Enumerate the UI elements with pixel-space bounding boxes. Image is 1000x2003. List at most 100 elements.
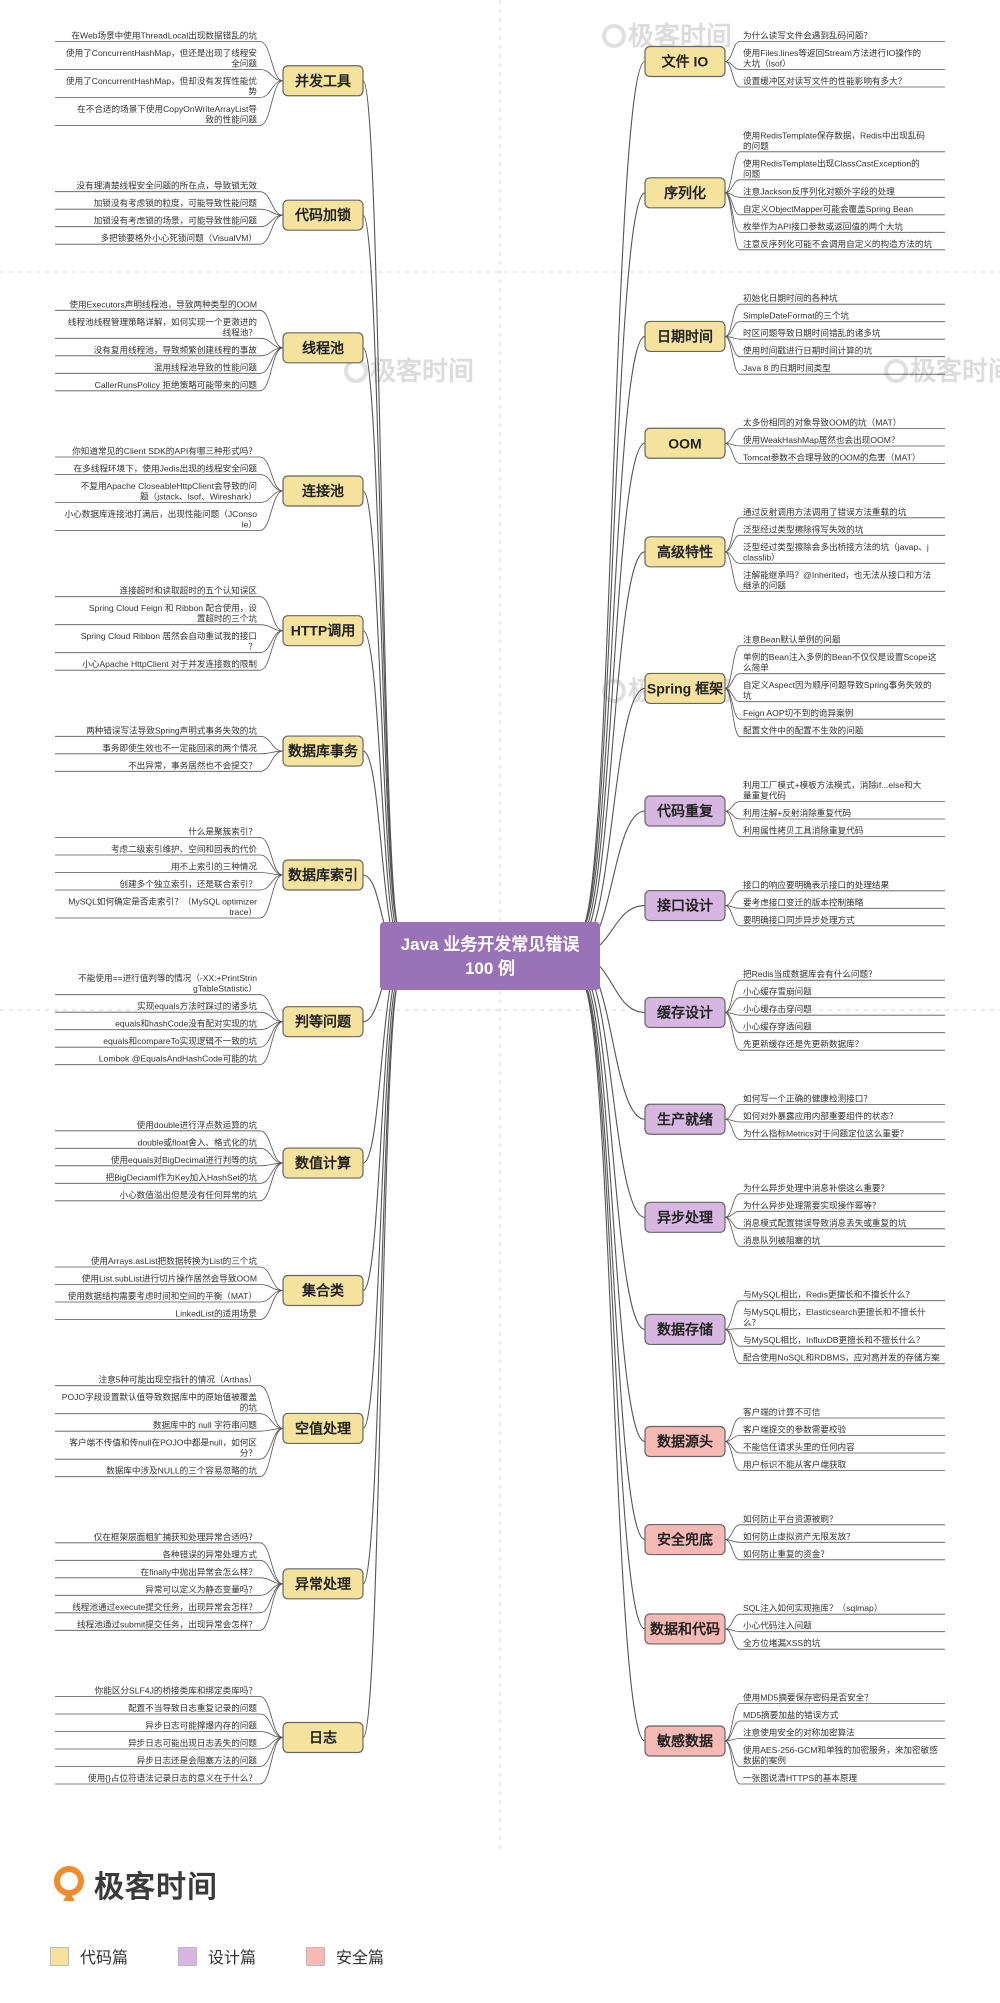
watermark: 极客时间	[910, 356, 1000, 386]
leaf-item: 与MySQL相比，Redis更擅长和不擅长什么？	[743, 1289, 914, 1300]
leaf-item: double或float舍入、格式化的坑	[138, 1136, 258, 1147]
leaf-item: 不复用Apache CloseableHttpClient会导致的问	[81, 480, 257, 491]
leaf-item: 用户标识不能从客户端获取	[743, 1459, 847, 1470]
leaf-link	[724, 192, 741, 251]
category-label: 数据存储	[657, 1321, 713, 1337]
branch-link	[579, 979, 646, 1630]
branch-link	[579, 977, 646, 1541]
leaf-link	[259, 1266, 284, 1291]
category-label: 异常处理	[295, 1576, 351, 1592]
category-node	[644, 1725, 726, 1757]
leaf-link	[259, 490, 284, 531]
leaf-item: 小心Apache HttpClient 对于并发连接数的限制	[82, 658, 257, 669]
leaf-link	[259, 347, 284, 392]
leaf-item: 注意Jackson反序列化对额外字段的处理	[743, 185, 895, 196]
category-node	[644, 1103, 726, 1135]
leaf-item: equals和hashCode没有配对实现的坑	[115, 1018, 257, 1029]
category-label: 线程池	[302, 340, 344, 356]
category-label: 安全兜底	[657, 1532, 713, 1548]
leaf-link	[259, 1559, 284, 1585]
leaf-link	[259, 80, 284, 126]
leaf-item: 用不上索引的三种情况	[171, 861, 257, 872]
leaf-link	[259, 1130, 284, 1164]
leaf-item: POJO字段设置默认值导致数据库中的原始值被覆盖	[62, 1391, 258, 1402]
leaf-item: 如何防止平台资源被刷？	[743, 1513, 838, 1524]
leaf-link	[724, 905, 741, 927]
leaf-item: Lombok @EqualsAndHashCode可能的坑	[99, 1053, 258, 1064]
leaf-item: 小心数据库连接池打满后，出现性能问题（JConso	[65, 508, 258, 519]
leaf-link	[259, 80, 284, 98]
leaf-link	[724, 1216, 741, 1247]
leaf-link	[724, 1628, 741, 1650]
branch-link	[362, 347, 401, 932]
leaf-item: 为什么异步处理需要实现操作幂等？	[743, 1199, 881, 1210]
leaf-link	[259, 750, 284, 772]
leaf-link	[724, 1539, 741, 1561]
category-node	[282, 475, 364, 507]
leaf-link	[724, 801, 741, 812]
leaf-item: 使用数据结构需要考虑时间和空间的平衡（MAT）	[68, 1290, 257, 1301]
category-label: 敏感数据	[656, 1733, 713, 1749]
branch-link	[362, 973, 401, 1429]
leaf-link	[259, 874, 284, 919]
leaf-item: 为什么指标Metrics对于问题定位这么重要？	[743, 1128, 908, 1139]
leaf-link	[259, 1428, 284, 1432]
leaf-item: 使用时间戳进行日期时间计算的坑	[743, 345, 872, 356]
brand-name: 极客时间	[94, 1871, 218, 1904]
leaf-item: 使用AES-256-GCM和单独的加密服务，来加密敏感	[743, 1744, 938, 1755]
leaf-item: 小心缓存击穿问题	[743, 1003, 812, 1014]
leaf-item: 利用注解+反射消除重复代码	[743, 807, 852, 818]
category-node	[644, 45, 726, 78]
leaf-item: 你知道常见的Client SDK的API有哪三种形式吗？	[72, 445, 257, 456]
leaf-item: 异步日志可能出现日志丢失的问题	[128, 1737, 257, 1748]
leaf-link	[259, 1385, 284, 1429]
leaf-item: 在Web场景中使用ThreadLocal出现数据错乱的坑	[71, 30, 257, 41]
leaf-item: 的问题	[743, 140, 769, 151]
leaf-link	[724, 1193, 741, 1218]
leaf-item: 初始化日期时间的各种坑	[743, 292, 838, 303]
leaf-item: 利用属性拷贝工具消除重复代码	[743, 825, 864, 836]
brand-logo: 极客时间	[50, 1862, 218, 1906]
leaf-item: 置超时的三个坑	[197, 613, 258, 624]
leaf-item: 创建多个独立索引，还是联合索引？	[119, 878, 257, 889]
branch-link	[579, 969, 646, 1330]
leaf-link	[724, 192, 741, 233]
watermark-logo-icon	[884, 359, 908, 383]
leaf-link	[724, 517, 741, 553]
leaf-item: 要明确接口同步异步处理方式	[743, 914, 855, 925]
leaf-link	[259, 1428, 284, 1478]
leaf-link	[724, 551, 741, 592]
leaf-link	[724, 336, 741, 375]
leaf-item: 加锁没有考虑锁的粒度，可能导致性能问题	[94, 197, 258, 208]
category-label: 空值处理	[295, 1420, 351, 1436]
leaf-item: 多把锁要格外小心死锁问题（VisualVM）	[101, 232, 257, 243]
leaf-item: 注意Bean默认单例的问题	[743, 634, 841, 645]
branch-link	[362, 967, 401, 1292]
legend-label-design: 设计篇	[208, 1950, 257, 1967]
leaf-link	[724, 810, 741, 837]
leaf-item: 利用工厂模式+模板方法模式，消除if...else和大	[743, 779, 922, 790]
leaf-link	[724, 179, 741, 194]
leaf-link	[724, 442, 741, 464]
legend-swatch-code	[50, 1946, 69, 1966]
category-label: 序列化	[664, 185, 706, 201]
watermark-logo-icon	[602, 24, 626, 48]
legend-label-security: 安全篇	[336, 1950, 385, 1967]
branch-link	[362, 979, 401, 1585]
category-label: HTTP调用	[291, 623, 356, 639]
leaf-link	[724, 979, 741, 1013]
leaf-item: 如何对外暴露应用内部重要组件的状态？	[743, 1110, 898, 1121]
leaf-link	[724, 1613, 741, 1630]
leaf-link	[259, 1162, 284, 1202]
category-node	[282, 1006, 364, 1038]
leaf-item: trace）	[229, 907, 257, 917]
leaf-item: 两种错误写法导致Spring声明式事务失效的坑	[86, 724, 257, 735]
watermark-logo-icon	[602, 679, 626, 703]
leaf-link	[724, 151, 741, 194]
leaf-item: 坑	[743, 690, 752, 701]
branch-link	[362, 490, 401, 937]
branch-link	[362, 80, 401, 931]
leaf-item: gTableStatistic）	[193, 984, 257, 994]
leaf-item: 接口的响应要明确表示接口的处理结果	[743, 879, 890, 890]
